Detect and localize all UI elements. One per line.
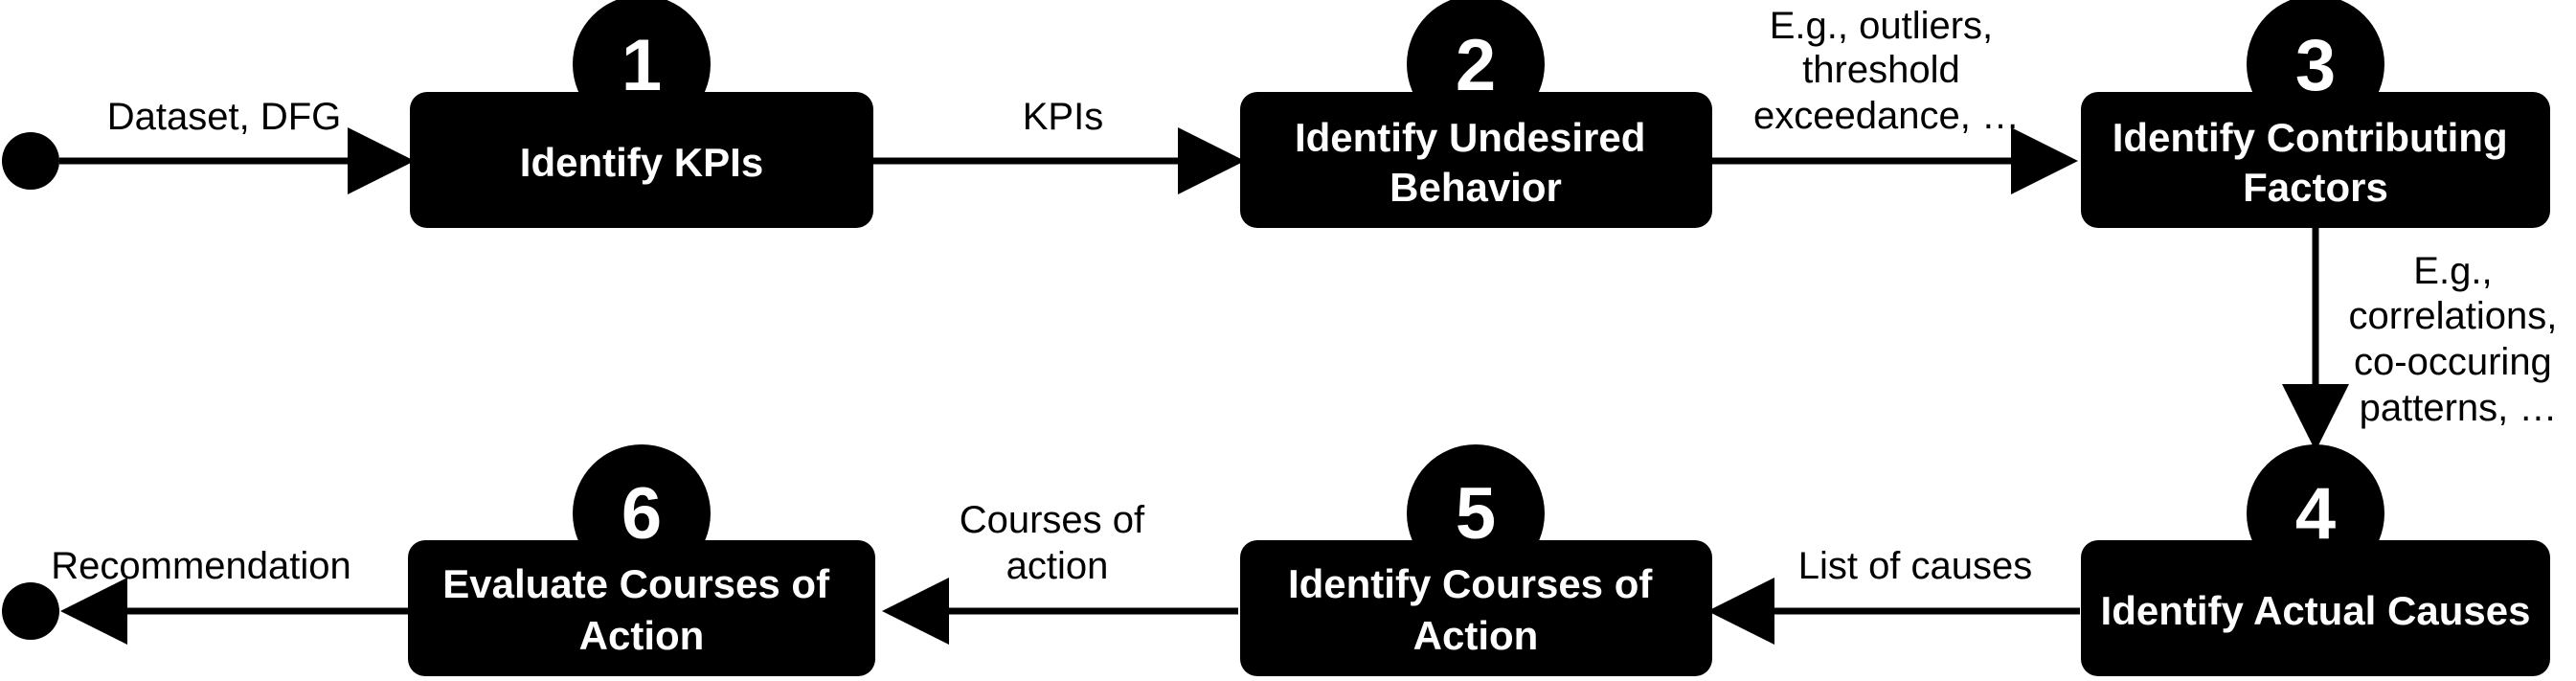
step-label: Identify KPIs <box>520 140 763 185</box>
step-label-line: Identify Actual Causes <box>2101 588 2531 633</box>
step-number-badge <box>2247 444 2384 582</box>
edge-label-4-5: List of causes <box>1798 545 2033 587</box>
step-6: 6 Evaluate Courses of Action <box>408 444 875 676</box>
edge-label-3-4: E.g., correlations, co-occuring patterns… <box>2349 250 2568 429</box>
step-number: 4 <box>2295 473 2336 555</box>
edge-label-line: correlations, <box>2349 295 2558 337</box>
edge-label-line: action <box>1006 545 1109 587</box>
step-2: 2 Identify Undesired Behavior <box>1240 0 1712 228</box>
step-number-badge <box>573 0 711 133</box>
step-box <box>2081 92 2550 228</box>
edge-label-5-6: Courses of action <box>960 499 1156 587</box>
step-number: 5 <box>1456 473 1496 555</box>
edge-label-line: E.g., outliers, <box>1770 5 1993 47</box>
step-label: Identify Undesired Behavior <box>1295 115 1657 210</box>
step-label-line: Identify KPIs <box>520 140 763 185</box>
end-node <box>2 582 59 640</box>
step-box <box>410 92 873 228</box>
step-number-badge <box>2247 0 2384 133</box>
edge-label-6-end: Recommendation <box>51 545 351 587</box>
edge-label-1-2: KPIs <box>1023 96 1103 138</box>
step-number-badge <box>573 444 711 582</box>
step-label: Identify Contributing Factors <box>2113 115 2520 210</box>
edge-label-line: Courses of <box>960 499 1145 541</box>
step-4: 4 Identify Actual Causes <box>2081 444 2550 676</box>
step-number: 6 <box>621 473 662 555</box>
edge-label-2-3: E.g., outliers, threshold exceedance, … <box>1753 5 2020 137</box>
step-label: Identify Courses of Action <box>1288 561 1663 658</box>
step-label-line: Action <box>1413 613 1539 658</box>
edge-label-line: patterns, … <box>2360 387 2558 429</box>
step-label-line: Identify Courses of <box>1288 561 1653 606</box>
edge-label-line: List of causes <box>1798 545 2033 587</box>
step-label-line: Action <box>579 613 705 658</box>
edge-label-line: co-occuring <box>2354 341 2552 383</box>
edge-label-line: Dataset, DFG <box>107 96 342 138</box>
step-1: 1 Identify KPIs <box>410 0 873 228</box>
edge-label-line: exceedance, … <box>1753 95 2020 137</box>
edge-label-line: threshold <box>1802 49 1960 91</box>
step-label-line: Identify Undesired <box>1295 115 1645 160</box>
step-label-line: Behavior <box>1390 165 1562 210</box>
step-number: 1 <box>621 25 662 106</box>
step-label-line: Identify Contributing <box>2113 115 2508 160</box>
edge-label-line: E.g., <box>2413 250 2492 292</box>
step-label: Identify Actual Causes <box>2101 588 2531 633</box>
step-box <box>1240 540 1712 676</box>
step-number: 2 <box>1456 25 1496 106</box>
step-label-line: Evaluate Courses of <box>442 561 830 606</box>
start-node <box>2 132 59 190</box>
step-box <box>1240 92 1712 228</box>
edge-label-start-1: Dataset, DFG <box>107 96 342 138</box>
step-5: 5 Identify Courses of Action <box>1240 444 1712 676</box>
step-number: 3 <box>2295 25 2336 106</box>
step-box <box>408 540 875 676</box>
step-number-badge <box>1407 0 1545 133</box>
step-3: 3 Identify Contributing Factors <box>2081 0 2550 228</box>
step-label-line: Factors <box>2243 165 2388 210</box>
step-box <box>2081 540 2550 676</box>
edge-label-line: KPIs <box>1023 96 1103 138</box>
edge-label-line: Recommendation <box>51 545 351 587</box>
step-label: Evaluate Courses of Action <box>442 561 840 658</box>
step-number-badge <box>1407 444 1545 582</box>
edges <box>59 127 2349 645</box>
